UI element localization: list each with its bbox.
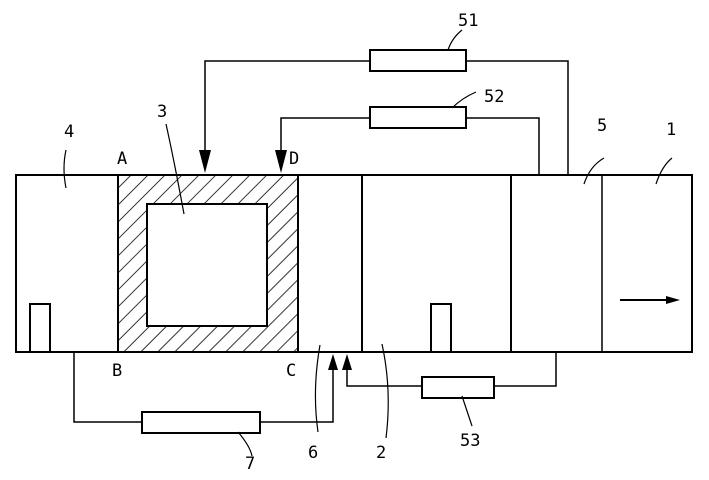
flow-arrow-head	[666, 296, 680, 304]
label-C: C	[286, 361, 296, 381]
label-4: 4	[64, 122, 74, 142]
leader-52	[451, 91, 477, 109]
block-section-2	[430, 303, 452, 353]
section-3-inner-window	[146, 203, 268, 327]
label-A: A	[117, 149, 127, 169]
component-52	[369, 106, 467, 129]
main-housing	[15, 174, 693, 353]
leader-51	[447, 29, 463, 51]
component-7	[141, 411, 261, 434]
label-1: 1	[666, 120, 676, 140]
arrow-7-up	[328, 354, 338, 370]
component-53	[421, 376, 495, 399]
label-B: B	[112, 361, 122, 381]
leader-5	[583, 157, 605, 185]
arrow-53-up	[342, 354, 352, 370]
component-51	[369, 49, 467, 72]
leader-6	[314, 344, 321, 433]
leader-2	[381, 343, 389, 439]
leader-1	[655, 157, 673, 185]
label-7: 7	[245, 454, 255, 474]
leader-3	[165, 123, 185, 215]
arrow-D	[275, 150, 287, 173]
label-52: 52	[484, 87, 504, 107]
block-section-4	[29, 303, 51, 353]
leader-4	[63, 149, 67, 189]
label-5: 5	[597, 116, 607, 136]
leader-53	[461, 395, 473, 427]
label-53: 53	[460, 431, 480, 451]
label-3: 3	[157, 102, 167, 122]
label-2: 2	[376, 443, 386, 463]
leader-7	[237, 431, 253, 457]
arrow-A	[199, 150, 211, 173]
label-6: 6	[308, 443, 318, 463]
label-D: D	[289, 149, 299, 169]
label-51: 51	[458, 11, 478, 31]
